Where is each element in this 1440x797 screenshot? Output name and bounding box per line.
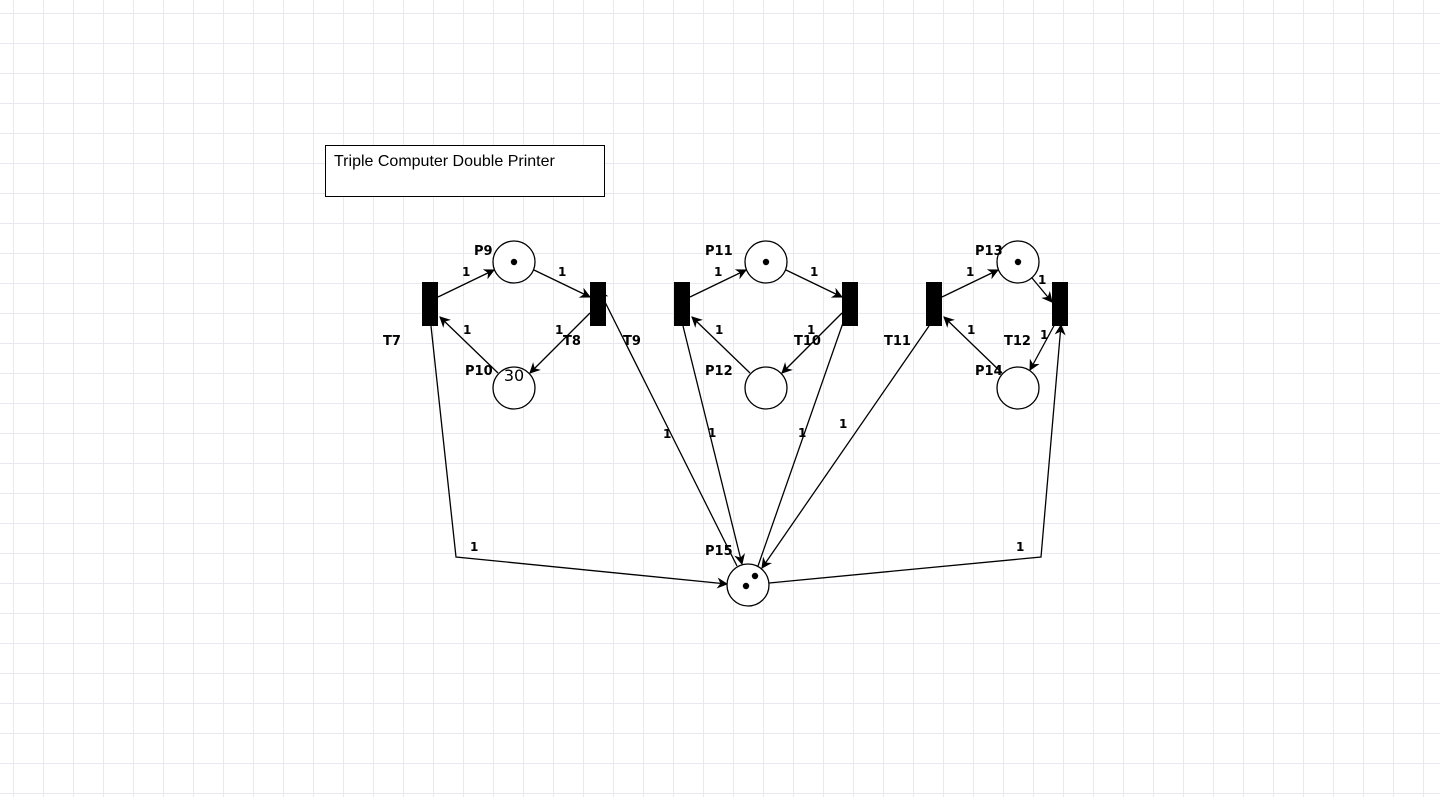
arc-weight-label: 1 <box>798 426 806 440</box>
arc-weight-label: 1 <box>558 265 566 279</box>
place-p11[interactable] <box>744 240 788 284</box>
arc-weight-label: 1 <box>807 323 815 337</box>
place-circle[interactable] <box>744 366 788 410</box>
arc-t11-to-p15[interactable] <box>761 325 930 569</box>
arc-p15-to-t12[interactable] <box>768 323 1066 584</box>
place-label: P15 <box>705 544 733 559</box>
arc-weight-label: 1 <box>967 323 975 337</box>
diagram-title-box[interactable]: Triple Computer Double Printer <box>325 145 605 197</box>
arc-p13-to-t12[interactable] <box>1031 277 1053 303</box>
arc-p11-to-t10[interactable] <box>785 269 843 298</box>
arc-weight-label: 1 <box>663 427 671 441</box>
arc-weight-label: 1 <box>555 323 563 337</box>
arc-weight-label: 1 <box>1040 328 1048 342</box>
arc-t9-to-p11[interactable] <box>689 269 747 298</box>
arc-weight-label: 1 <box>715 323 723 337</box>
place-label: P11 <box>705 244 733 259</box>
transition-label: T11 <box>884 334 911 349</box>
arc-t7-to-p15[interactable] <box>430 325 729 589</box>
arcs-layer <box>430 269 1066 589</box>
place-circle[interactable] <box>996 366 1040 410</box>
transition-t9[interactable] <box>674 282 690 326</box>
arc-p10-to-t7[interactable] <box>439 316 499 374</box>
transition-t11[interactable] <box>926 282 942 326</box>
arc-p12-to-t9[interactable] <box>691 316 751 374</box>
place-p15[interactable] <box>726 563 770 607</box>
place-label: P14 <box>975 364 1003 379</box>
arc-p9-to-t8[interactable] <box>533 269 591 298</box>
arc-weight-label: 1 <box>470 540 478 554</box>
arc-t11-to-p13[interactable] <box>941 269 999 298</box>
transition-label: T9 <box>623 334 641 349</box>
place-p12[interactable] <box>744 366 788 410</box>
place-p10[interactable]: 30 <box>492 366 536 410</box>
transition-label: T8 <box>563 334 581 349</box>
arc-t9-to-p15[interactable] <box>682 325 745 566</box>
arc-weight-label: 1 <box>966 265 974 279</box>
arc-p15-to-t10[interactable] <box>757 298 853 567</box>
token-count: 30 <box>504 366 524 385</box>
arc-weight-label: 1 <box>810 265 818 279</box>
token-dot <box>1014 258 1022 266</box>
transition-t10[interactable] <box>842 282 858 326</box>
arc-weight-label: 1 <box>463 323 471 337</box>
arc-t10-to-p12[interactable] <box>781 312 843 374</box>
place-circle[interactable] <box>492 366 536 410</box>
token-dot <box>510 258 518 266</box>
transition-label: T12 <box>1004 334 1031 349</box>
arc-p14-to-t11[interactable] <box>943 316 1003 374</box>
arc-weight-label: 1 <box>708 426 716 440</box>
token-dot <box>742 582 750 590</box>
arc-weight-label: 1 <box>462 265 470 279</box>
token-dot <box>751 572 759 580</box>
transition-t8[interactable] <box>590 282 606 326</box>
place-label: P9 <box>474 244 493 259</box>
arc-weight-label: 1 <box>839 417 847 431</box>
nodes-layer: 30 <box>422 240 1068 607</box>
transition-t7[interactable] <box>422 282 438 326</box>
place-label: P10 <box>465 364 493 379</box>
arc-weight-label: 1 <box>1038 273 1046 287</box>
place-p14[interactable] <box>996 366 1040 410</box>
arc-t7-to-p9[interactable] <box>437 269 495 298</box>
diagram-title: Triple Computer Double Printer <box>334 153 555 170</box>
place-label: P13 <box>975 244 1003 259</box>
arc-weight-label: 1 <box>1016 540 1024 554</box>
arc-t8-to-p10[interactable] <box>529 312 591 374</box>
transition-label: T10 <box>794 334 821 349</box>
token-dot <box>762 258 770 266</box>
transition-t12[interactable] <box>1052 282 1068 326</box>
place-label: P12 <box>705 364 733 379</box>
place-p13[interactable] <box>996 240 1040 284</box>
arc-weight-label: 1 <box>714 265 722 279</box>
transition-label: T7 <box>383 334 401 349</box>
place-p9[interactable] <box>492 240 536 284</box>
arc-p15-to-t8[interactable] <box>598 289 738 567</box>
arc-t12-to-p14[interactable] <box>1029 321 1057 371</box>
